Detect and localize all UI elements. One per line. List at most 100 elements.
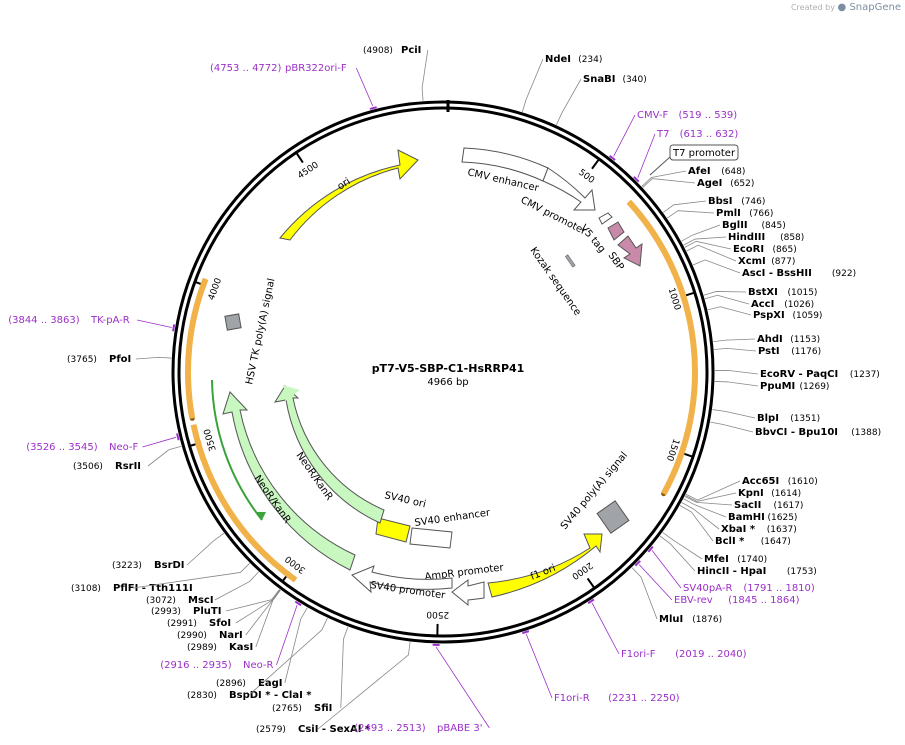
enzyme-name: XcmI — [738, 256, 766, 267]
primer-name: SV40pA-R — [683, 583, 732, 594]
tick-label: 3500 — [203, 427, 219, 452]
t7-promoter-label: T7 promoter — [672, 148, 736, 159]
enzyme-position: (3072) — [146, 596, 176, 606]
enzyme-site: HindIII(858) — [683, 232, 804, 246]
sv40-ori-box — [375, 517, 411, 543]
feature-label-v5-tag: V5 tag — [578, 223, 607, 255]
enzyme-position: (1015) — [788, 288, 818, 298]
orange-track-neo — [190, 424, 298, 583]
sv40-enhancer-box — [409, 527, 453, 549]
plasmid-name: pT7-V5-SBP-C1-HsRRP41 — [372, 362, 525, 375]
t7-promoter-leader — [649, 156, 671, 176]
ampr-promoter-arrow — [451, 579, 485, 607]
enzyme-name: PflFI - Tth111I — [113, 583, 193, 594]
enzyme-position: (3108) — [71, 584, 101, 594]
credit-prefix: Created by — [790, 3, 835, 12]
enzyme-site: (3108) PflFI - Tth111I — [71, 563, 250, 594]
primer-name: pBABE 3' — [437, 723, 483, 734]
enzyme-leader — [683, 236, 727, 246]
enzyme-position: (2991) — [167, 619, 197, 629]
enzyme-name: BlpI — [757, 413, 779, 424]
primer-sites: CMV-F(519 .. 539)T7(613 .. 632)SV40pA-R(… — [8, 63, 815, 734]
enzyme-leader — [681, 224, 721, 242]
enzyme-leader — [679, 505, 714, 542]
enzyme-name: AscI - BssHII — [742, 268, 812, 279]
enzyme-site: (2993)PluTI — [151, 589, 280, 617]
primer-range: (4753 .. 4772) — [210, 63, 282, 74]
enzyme-position: (2989) — [187, 643, 217, 653]
neo-inner-arrow-body — [282, 385, 300, 402]
snapgene-credit: Created by ● SnapGene — [791, 2, 901, 13]
enzyme-name: SfiI — [314, 703, 332, 714]
primer-site: T7(613 .. 632) — [633, 129, 738, 183]
enzyme-leader — [642, 178, 696, 188]
enzyme-position: (2993) — [151, 607, 181, 617]
enzyme-name: BstXI — [748, 287, 778, 298]
enzyme-site: PspXI(1059) — [707, 306, 822, 321]
enzyme-site: (3223)BsrDI — [112, 532, 225, 571]
enzyme-position: (2990) — [177, 631, 207, 641]
enzyme-leader — [683, 498, 727, 518]
feature-label-kozak: Kozak sequence — [528, 245, 583, 317]
primer-range: (2231 .. 2250) — [608, 693, 680, 704]
tick-mark — [586, 577, 596, 589]
enzyme-site: (2991)SfoI — [167, 589, 281, 629]
enzyme-leader — [710, 421, 754, 433]
backbone-outer-circle — [171, 100, 715, 644]
feature-label-hsv-tk: HSV TK poly(A) signal — [244, 277, 277, 385]
primer-name: Neo-R — [243, 660, 274, 671]
sbp-small-arrow — [607, 221, 625, 241]
enzyme-name: BsrDI — [154, 560, 185, 571]
enzyme-site: MfeI (1740) — [662, 532, 767, 565]
primer-mark — [294, 600, 302, 607]
enzyme-leader — [659, 535, 696, 572]
enzyme-leader — [681, 502, 720, 530]
primer-leader — [637, 133, 656, 178]
enzyme-name: HincII - HpaI — [697, 566, 766, 577]
primer-mark — [634, 560, 641, 567]
enzyme-name: PpuMI — [760, 381, 795, 392]
enzyme-leader — [317, 641, 411, 730]
sv40-polya-terminator — [596, 500, 630, 534]
feature-label-cmv-promoter: CMV promoter — [519, 195, 589, 238]
primer-site: F1ori-F(2019 .. 2040) — [587, 598, 747, 660]
tick-label: 4500 — [296, 160, 321, 181]
enzyme-position: (1026) — [784, 300, 814, 310]
enzyme-name: BclI * — [715, 536, 745, 547]
enzyme-name: PmlI — [716, 208, 741, 219]
enzyme-site: KpnI(1614) — [685, 488, 801, 502]
enzyme-name: BspDI * - ClaI * — [229, 690, 312, 701]
enzyme-site: (2579)CsiI - SexAI * — [256, 641, 411, 735]
enzyme-name: EcoRI — [733, 244, 764, 255]
enzyme-site: BstXI (1015) — [703, 287, 818, 298]
enzyme-name: PfoI — [109, 354, 131, 365]
enzyme-site: BglII(845) — [681, 220, 786, 242]
enzyme-name: MscI — [188, 595, 214, 606]
neo-inner-arrow — [273, 385, 385, 524]
enzyme-position: (1269) — [800, 382, 830, 392]
enzyme-leader — [521, 58, 544, 112]
t7-promoter-box — [669, 144, 739, 161]
enzyme-position: (1625) — [768, 513, 798, 523]
tick-label: 4000 — [207, 277, 224, 302]
primer-name: F1ori-F — [621, 649, 656, 660]
enzyme-position: (4908) — [363, 46, 393, 56]
enzyme-position: (1614) — [771, 489, 801, 499]
primer-site: F1ori-R(2231 .. 2250) — [522, 630, 680, 704]
enzyme-site: HincII - HpaI(1753) — [659, 535, 817, 577]
primer-leader — [525, 633, 553, 699]
orange-track-tk — [185, 277, 209, 419]
enzyme-position: (1740) — [737, 555, 767, 565]
primer-leader — [142, 436, 176, 448]
primer-range: (519 .. 539) — [679, 110, 738, 121]
enzyme-position: (2765) — [272, 704, 302, 714]
enzyme-leader — [707, 306, 752, 316]
neo-green-line — [211, 379, 263, 521]
enzyme-name: MfeI — [704, 554, 729, 565]
enzyme-position: (234) — [578, 55, 602, 65]
cmv-promoter-arrow — [542, 167, 596, 211]
primer-mark — [522, 630, 530, 635]
primer-leader — [638, 564, 673, 601]
enzyme-position: (922) — [832, 269, 856, 279]
enzyme-site: NdeI(234) — [521, 54, 602, 112]
